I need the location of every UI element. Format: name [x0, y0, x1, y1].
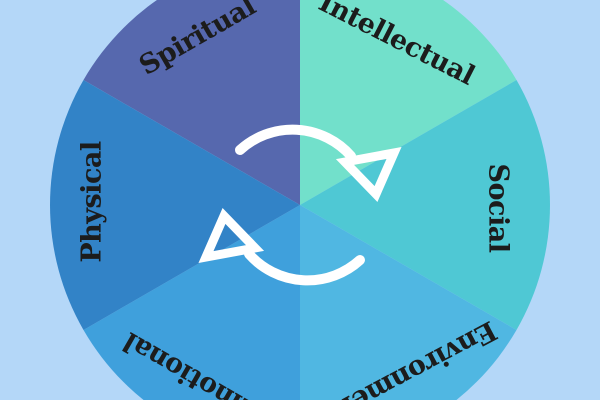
- segment-environmental: [300, 205, 517, 400]
- segment-social: [300, 80, 550, 330]
- segment-label-social: Social: [483, 164, 514, 253]
- segment-physical: [50, 80, 301, 330]
- cycle-arc-top: [235, 124, 356, 161]
- segment-label-physical: Physical: [77, 141, 108, 263]
- cycle-arrowhead-top: [335, 147, 402, 202]
- cycle-arrowhead-bottom: [198, 208, 265, 263]
- cycle-arc-bottom: [244, 249, 365, 286]
- cycle-arrows-icon: [198, 124, 402, 286]
- segment-spiritual: [83, 0, 300, 205]
